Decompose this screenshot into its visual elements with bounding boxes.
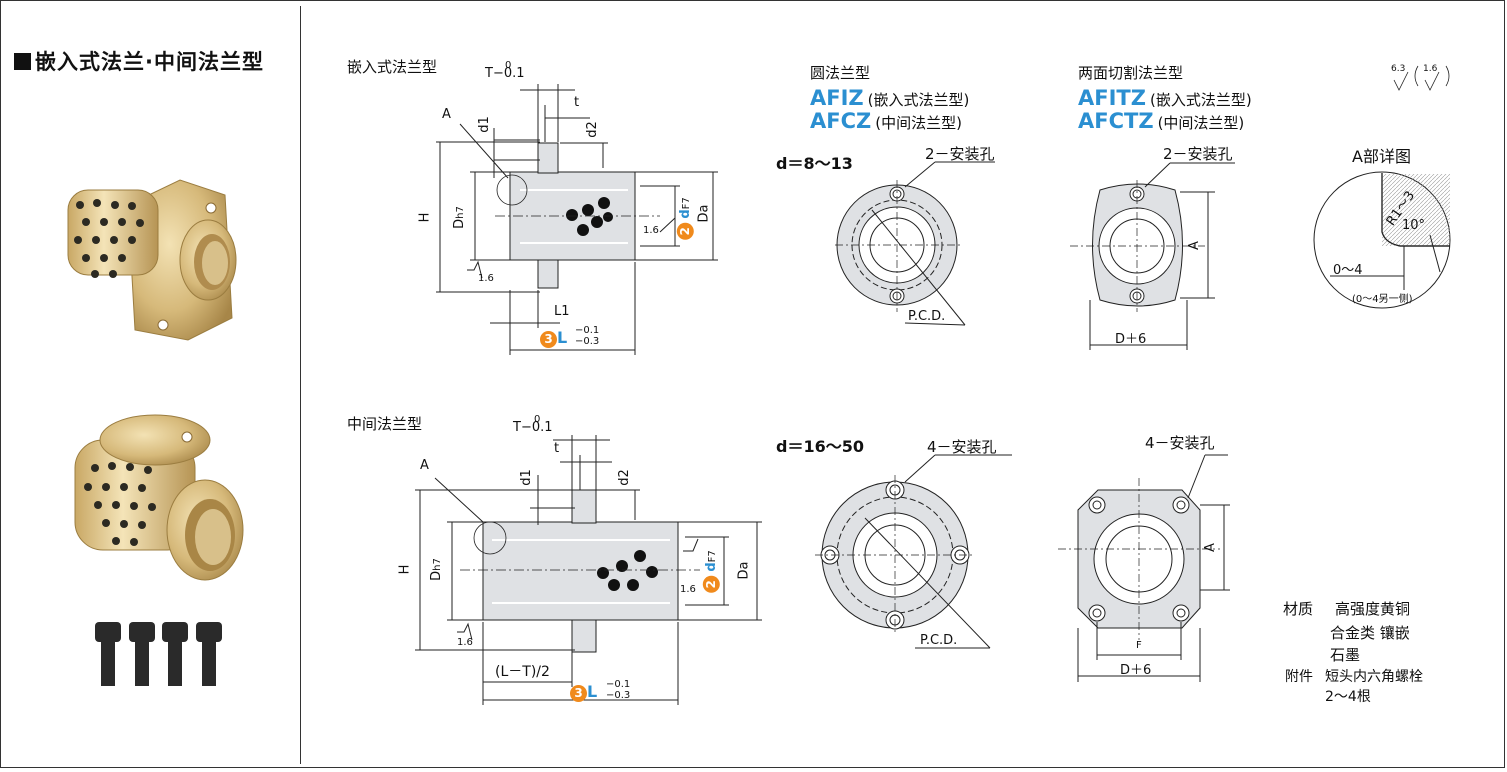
dim-F-cut: F — [1136, 640, 1142, 651]
dim-t-bottom: t — [554, 441, 560, 456]
dim-A-cut-small: A — [1186, 241, 1202, 250]
dim-t: t — [574, 95, 580, 110]
code-afcz: AFCZ(中间法兰型) — [810, 109, 962, 133]
dim-L-tol-top: −0.1−0.3 — [575, 325, 600, 347]
bolts-photo — [95, 622, 222, 686]
dim-L1: L1 — [554, 304, 570, 319]
dim-T: T−0.1 — [485, 66, 525, 81]
dim-Dh7-top: Dh7 — [451, 206, 467, 229]
bushing-photo-middle — [74, 414, 244, 581]
accessory-value-2: 2～4根 — [1325, 689, 1371, 705]
drawing-embedded-section — [436, 84, 718, 355]
code-afctz: AFCTZ(中间法兰型) — [1078, 109, 1245, 133]
code-afiz: AFIZ(嵌入式法兰型) — [810, 86, 970, 110]
sidebar-title: 嵌入式法兰·中间法兰型 — [14, 46, 264, 76]
detail-a-drawing — [1313, 171, 1451, 309]
dim-H-top: H — [417, 212, 433, 223]
rough-outer-top: 1.6 — [478, 273, 494, 284]
detail-a-title: A部详图 — [1352, 147, 1411, 166]
dim-D6-cut-small: D＋6 — [1115, 332, 1147, 347]
roughness-main: 6.3 — [1391, 64, 1406, 74]
range-small: d＝8～13 — [776, 154, 853, 173]
round-flange-large — [815, 454, 1012, 649]
rough-inner-top: 1.6 — [643, 225, 659, 236]
square-bullet-icon — [14, 53, 31, 70]
material-value-1: 高强度黄铜 — [1335, 600, 1411, 618]
round-flange-title: 圆法兰型 — [810, 64, 871, 82]
dim-LT: (L－T)/2 — [495, 664, 550, 680]
rough-outer-bottom: 1.6 — [457, 637, 473, 648]
material-value-3: 石墨 — [1330, 646, 1361, 664]
dim-Da-top: Da — [696, 204, 712, 223]
holes-small-round: 2－安装孔 — [925, 145, 995, 163]
pcd-large: P.C.D. — [920, 633, 958, 648]
dim-dF7-top: 2 dF7 — [676, 197, 694, 240]
dim-L-tol-bottom: −0.1−0.3 — [606, 679, 631, 701]
dim-T-bottom: T−0.1 — [513, 420, 553, 435]
dim-d2: d2 — [584, 121, 600, 138]
dim-d1: d1 — [476, 116, 492, 133]
round-flange-small — [835, 161, 995, 326]
dim-A-bottom: A — [420, 458, 429, 473]
holes-large-cut: 4－安装孔 — [1145, 434, 1215, 452]
pcd-small: P.C.D. — [908, 309, 946, 324]
code-afitz: AFITZ(嵌入式法兰型) — [1078, 86, 1252, 110]
dim-T-upper-bottom: 0 — [534, 414, 541, 425]
dim-d1-bottom: d1 — [518, 469, 534, 486]
dim-Da-bottom: Da — [736, 561, 752, 580]
rough-inner-bottom: 1.6 — [680, 584, 696, 595]
range-large: d＝16～50 — [776, 437, 864, 456]
bushing-photo-embedded — [67, 179, 237, 341]
dim-Dh7-bottom: Dh7 — [428, 558, 444, 581]
material-value-2: 合金类 镶嵌 — [1330, 624, 1410, 642]
dim-dF7-bottom: 2 dF7 — [702, 550, 720, 593]
cut-flange-title: 两面切割法兰型 — [1078, 64, 1184, 82]
roughness-other: 1.6 — [1423, 64, 1438, 74]
column-divider — [300, 6, 301, 764]
roughness-symbol — [1393, 65, 1450, 91]
accessory-label: 附件 — [1285, 669, 1313, 685]
dim-d2-bottom: d2 — [616, 469, 632, 486]
dim-A-top: A — [442, 107, 451, 122]
dim-D6-cut-large: D＋6 — [1120, 663, 1152, 678]
holes-large-round: 4－安装孔 — [927, 438, 997, 456]
dim-T-upper: 0 — [505, 60, 512, 71]
holes-small-cut: 2－安装孔 — [1163, 145, 1233, 163]
detail-note: (0～4另一侧) — [1352, 294, 1413, 305]
accessory-value-1: 短头内六角螺栓 — [1325, 669, 1423, 685]
material-label: 材质 — [1283, 600, 1314, 618]
cut-flange-small — [1070, 162, 1235, 350]
detail-length: 0～4 — [1333, 263, 1363, 278]
dim-A-cut-large: A — [1202, 543, 1218, 552]
drawing-middle-section — [415, 435, 762, 705]
section-title-middle: 中间法兰型 — [347, 415, 423, 433]
dim-H-bottom: H — [397, 564, 413, 575]
cut-flange-large — [1058, 454, 1230, 682]
detail-angle: 10° — [1402, 218, 1426, 233]
section-title-embedded: 嵌入式法兰型 — [347, 58, 438, 76]
